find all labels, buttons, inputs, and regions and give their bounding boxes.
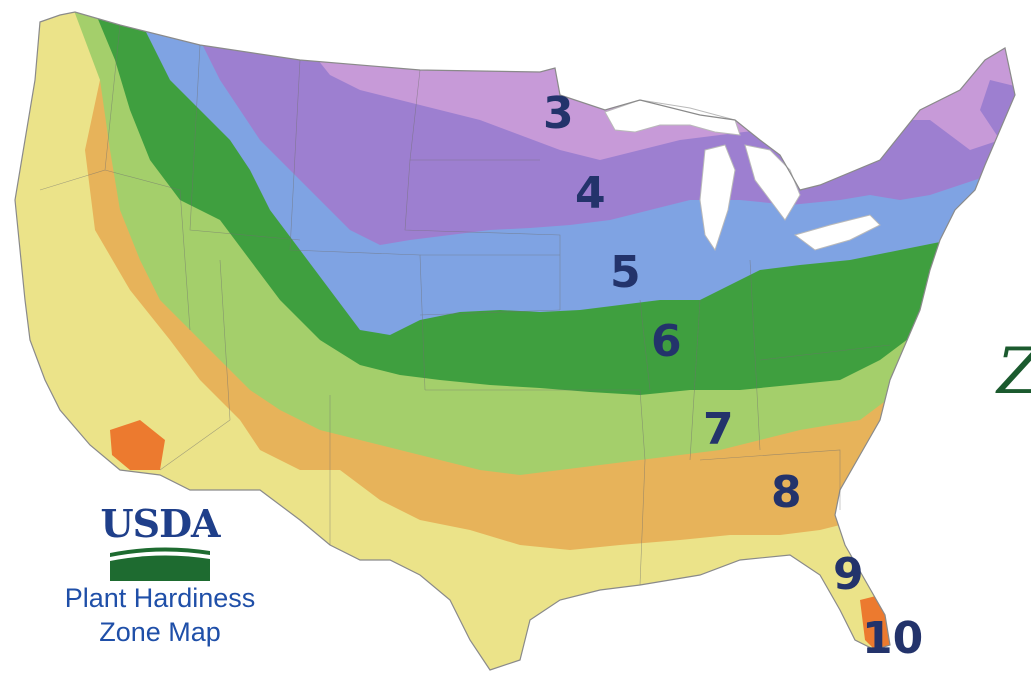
zone-label-6: 6 bbox=[651, 316, 682, 367]
zone-label-4: 4 bbox=[575, 168, 606, 219]
state-lines bbox=[39, 24, 891, 586]
usda-logo-block: USDA Plant Hardiness Zone Map bbox=[30, 505, 290, 649]
usda-logo: USDA bbox=[100, 501, 220, 546]
great-lakes bbox=[604, 99, 881, 252]
zone-label-9: 9 bbox=[833, 549, 864, 600]
caption-line-1: Plant Hardiness bbox=[64, 583, 256, 613]
cropped-letter: Z bbox=[997, 335, 1031, 409]
zone-label-5: 5 bbox=[610, 247, 641, 298]
zone-label-10: 10 bbox=[862, 613, 924, 664]
us-outline bbox=[14, 11, 1016, 671]
zone-label-8: 8 bbox=[771, 467, 802, 518]
caption-line-2: Zone Map bbox=[99, 617, 221, 647]
zone-label-7: 7 bbox=[703, 404, 734, 455]
usda-swoosh-icon bbox=[110, 547, 210, 581]
zone-label-3: 3 bbox=[543, 88, 574, 139]
zone-10-southwest bbox=[110, 420, 165, 470]
